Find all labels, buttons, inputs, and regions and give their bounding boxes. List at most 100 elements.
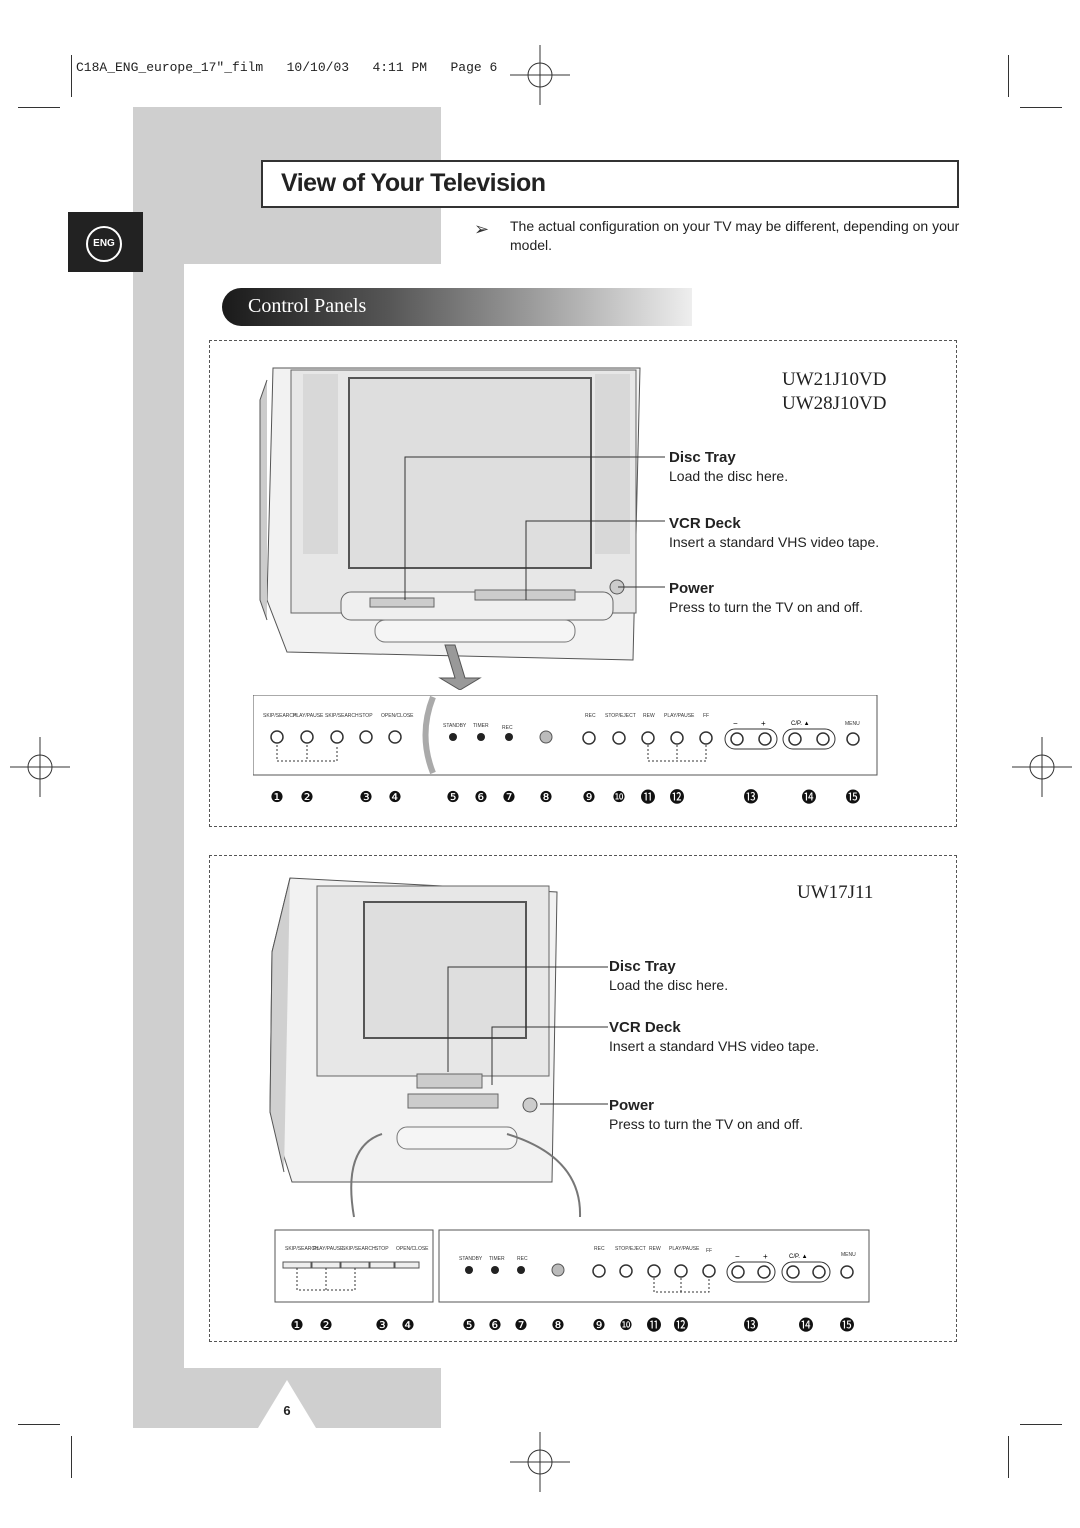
label-text: Load the disc here.: [669, 468, 789, 484]
strip-label: SKIP/SEARCH: [342, 1246, 376, 1252]
callout-number: ⓭: [743, 1317, 758, 1334]
registration-mark-icon: [510, 1432, 570, 1492]
callout-lines: [404, 456, 665, 600]
callout-number: ❸: [359, 789, 372, 806]
page-title: View of Your Television: [281, 169, 546, 197]
callout-number: ⓮: [798, 1317, 813, 1334]
callout-number: ❷: [319, 1317, 332, 1334]
section-banner: Control Panels: [222, 288, 692, 326]
strip-label: SKIP/SEARCH: [263, 713, 297, 719]
callout-number: ❻: [488, 1317, 501, 1334]
callout-number: ❼: [502, 789, 515, 806]
section-title: Control Panels: [248, 295, 367, 317]
strip-label: PLAY/PAUSE: [669, 1246, 700, 1252]
control-strip-bottom: SKIP/SEARCH PLAY/PAUSE SKIP/SEARCH STOP …: [274, 1229, 870, 1334]
strip-label: SKIP/SEARCH: [285, 1246, 319, 1252]
strip-label: STANDBY: [459, 1256, 483, 1262]
callout-number: ⓬: [669, 789, 684, 806]
note-arrow-icon: ➢: [474, 219, 490, 239]
tv-illustration-large: [259, 367, 641, 690]
channel-label: C/P. ▲: [789, 1254, 808, 1260]
callout-number: ❺: [462, 1317, 475, 1334]
callout-number: ⓭: [743, 789, 758, 806]
crop-mark: [1008, 55, 1009, 97]
callout-number: ❽: [551, 1317, 564, 1334]
callout-number: ❿: [619, 1317, 632, 1334]
page-number-tab: [258, 1380, 316, 1428]
callout-number: ❸: [375, 1317, 388, 1334]
tv-illustration-small: [269, 877, 582, 1218]
strip-label: MENU: [845, 721, 860, 727]
strip-label: REC: [502, 725, 513, 731]
strip-label: STOP: [375, 1246, 389, 1252]
crop-mark: [71, 55, 72, 97]
crop-mark: [71, 1436, 72, 1478]
label-text: Insert a standard VHS video tape.: [669, 534, 880, 550]
label-heading: VCR Deck: [669, 515, 741, 532]
strip-label: PLAY/PAUSE: [664, 713, 695, 719]
callout-number: ❶: [290, 1317, 303, 1334]
volume-minus: −: [733, 719, 738, 728]
language-label: ENG: [86, 226, 122, 262]
callout-number: ⓮: [801, 789, 816, 806]
callout-number: ❾: [592, 1317, 605, 1334]
label-text: Press to turn the TV on and off.: [609, 1116, 804, 1132]
note-text: The actual configuration on your TV may …: [510, 218, 960, 253]
strip-label: TIMER: [473, 723, 489, 729]
callout-number: ⓬: [673, 1317, 688, 1334]
crop-mark: [1020, 107, 1062, 108]
volume-plus: +: [763, 1252, 768, 1261]
volume-minus: −: [735, 1252, 740, 1261]
callout-number: ❾: [582, 789, 595, 806]
strip-label: OPEN/CLOSE: [396, 1246, 429, 1252]
language-tab: ENG: [68, 212, 143, 272]
registration-mark-icon: [1012, 737, 1072, 797]
callout-lines: [447, 966, 608, 1105]
callout-number: ❿: [612, 789, 625, 806]
strip-label: REC: [594, 1246, 605, 1252]
strip-label: STANDBY: [443, 723, 467, 729]
crop-mark: [1020, 1424, 1062, 1425]
title-box: View of Your Television: [261, 160, 959, 208]
strip-label: STOP/EJECT: [605, 713, 636, 719]
label-heading: VCR Deck: [609, 1019, 681, 1036]
label-heading: Power: [609, 1097, 655, 1114]
strip-label: PLAY/PAUSE: [293, 713, 324, 719]
channel-label: C/P. ▲: [791, 721, 810, 727]
model-name: UW21J10VD: [782, 369, 887, 390]
callout-number: ⓯: [839, 1317, 854, 1334]
label-heading: Disc Tray: [609, 958, 676, 975]
callout-number: ❻: [474, 789, 487, 806]
callout-number: ❽: [539, 789, 552, 806]
callout-number: ⓫: [640, 789, 655, 806]
strip-label: REW: [643, 713, 655, 719]
label-text: Press to turn the TV on and off.: [669, 599, 864, 615]
strip-label: MENU: [841, 1252, 856, 1258]
callout-number: ⓫: [646, 1317, 661, 1334]
strip-label: REW: [649, 1246, 661, 1252]
callout-number: ❷: [300, 789, 313, 806]
model-name: UW17J11: [797, 882, 874, 903]
crop-mark: [1008, 1436, 1009, 1478]
registration-mark-icon: [10, 737, 70, 797]
strip-label: STOP: [359, 713, 373, 719]
strip-label: REC: [585, 713, 596, 719]
callout-number: ❹: [401, 1317, 414, 1334]
model-name: UW28J10VD: [782, 393, 887, 414]
strip-label: PLAY/PAUSE: [313, 1246, 344, 1252]
strip-label: FF: [703, 713, 709, 719]
label-heading: Disc Tray: [669, 449, 736, 466]
print-header: C18A_ENG_europe_17"_film 10/10/03 4:11 P…: [76, 60, 498, 75]
label-heading: Power: [669, 580, 715, 597]
callout-number: ❺: [446, 789, 459, 806]
strip-label: SKIP/SEARCH: [325, 713, 359, 719]
callout-number: ❼: [514, 1317, 527, 1334]
registration-mark-icon: [510, 45, 570, 105]
volume-plus: +: [761, 719, 766, 728]
strip-label: REC: [517, 1256, 528, 1262]
page-number: 6: [283, 1403, 291, 1418]
crop-mark: [18, 107, 60, 108]
callout-number: ❹: [388, 789, 401, 806]
page-frame-left: [133, 107, 184, 1427]
control-strip-top: SKIP/SEARCH PLAY/PAUSE SKIP/SEARCH STOP …: [253, 695, 878, 806]
